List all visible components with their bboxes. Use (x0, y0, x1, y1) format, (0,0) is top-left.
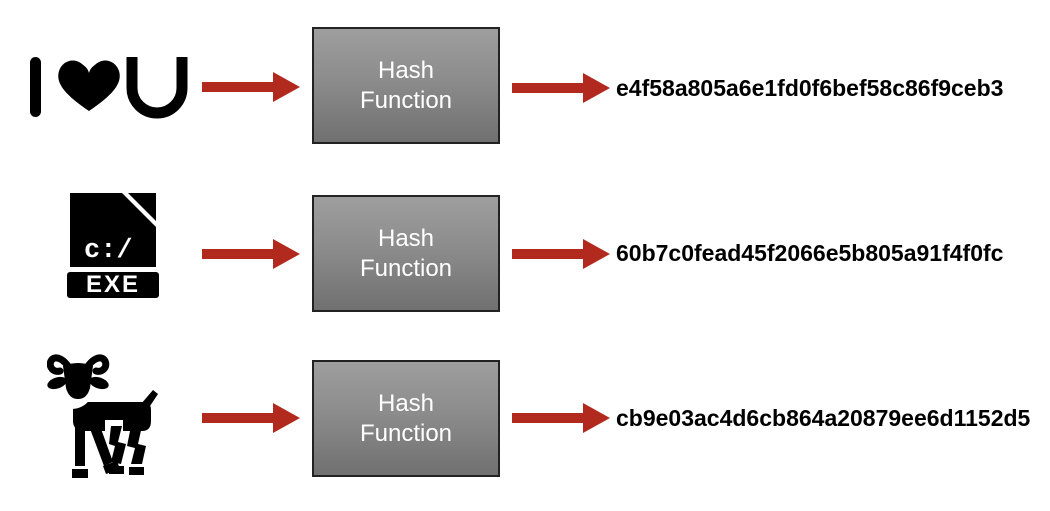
file-fold-corner-shape (128, 193, 156, 221)
goat-head-shape (63, 363, 93, 399)
hash-function-label-line2: Function (359, 86, 453, 114)
arrow-right-icon (512, 239, 610, 269)
goat-legs-shape (72, 426, 146, 478)
arrow-right-icon (202, 239, 300, 269)
exe-bar-shape (67, 272, 159, 298)
file-body-shape (70, 193, 156, 267)
hash-output-3: cb9e03ac4d6cb864a20879ee6d1152d5 (616, 405, 1031, 431)
hash-function-label-line1: Hash (377, 389, 435, 417)
arrow-right-icon (202, 403, 300, 433)
hash-function-box: Hash Function (312, 195, 500, 312)
goat-icon (47, 354, 158, 478)
hash-function-label-line2: Function (359, 254, 453, 282)
hash-output-2: 60b7c0fead45f2066e5b805a91f4f0fc (616, 240, 1004, 266)
file-code-text: c:/ (84, 236, 133, 266)
arrow-right-icon (512, 73, 610, 103)
arrow-right-icon (202, 72, 300, 102)
arrow-right-icon (512, 403, 610, 433)
hash-function-label-line1: Hash (377, 224, 435, 252)
exe-file-icon: c:/ EXE (67, 193, 159, 298)
letter-i-shape (30, 57, 41, 117)
letter-u-shape (126, 57, 188, 119)
hash-function-box: Hash Function (312, 27, 500, 144)
goat-body-shape (73, 402, 151, 431)
hash-output-1: e4f58a805a6e1fd0f6bef58c86f9ceb3 (616, 75, 1004, 101)
goat-ear-shape (89, 376, 109, 390)
heart-icon (58, 60, 120, 111)
exe-bar-text: EXE (86, 271, 140, 298)
hash-function-label-line2: Function (359, 419, 453, 447)
hash-function-label-line1: Hash (377, 56, 435, 84)
hash-function-box: Hash Function (312, 360, 500, 477)
i-love-u-icon (30, 57, 188, 119)
goat-ear-shape (47, 376, 67, 390)
goat-tail-shape (141, 390, 158, 409)
